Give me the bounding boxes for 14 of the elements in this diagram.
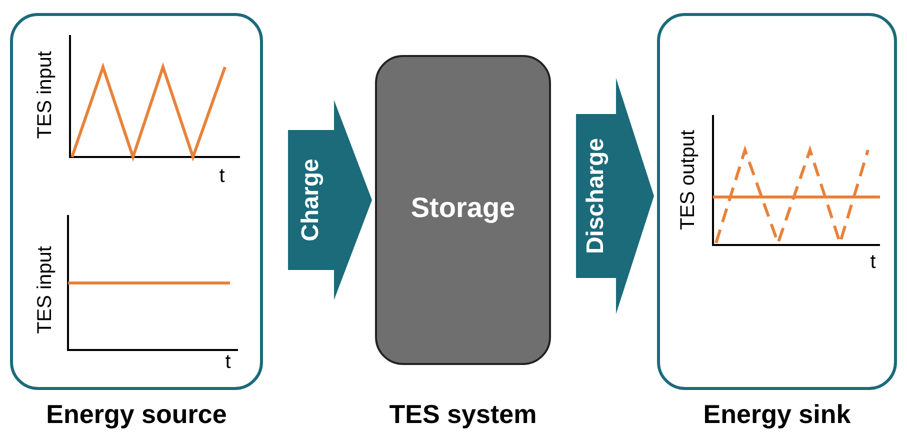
node-label: Energy source <box>46 398 227 431</box>
axis-label: TES input <box>35 51 55 139</box>
edge-label: Discharge <box>584 138 608 254</box>
block-arrow <box>576 78 654 314</box>
block-arrow <box>288 100 372 300</box>
node-label: TES system <box>389 398 537 431</box>
axis-label: TES output <box>678 130 698 230</box>
axis-label: t <box>870 252 876 272</box>
axis-label: t <box>225 352 231 372</box>
edge-label: Charge <box>299 158 323 242</box>
storage-label: Storage <box>410 191 516 225</box>
node-label: Energy sink <box>703 398 851 431</box>
axis-label: t <box>219 166 225 186</box>
axis-label: TES input <box>35 246 55 334</box>
